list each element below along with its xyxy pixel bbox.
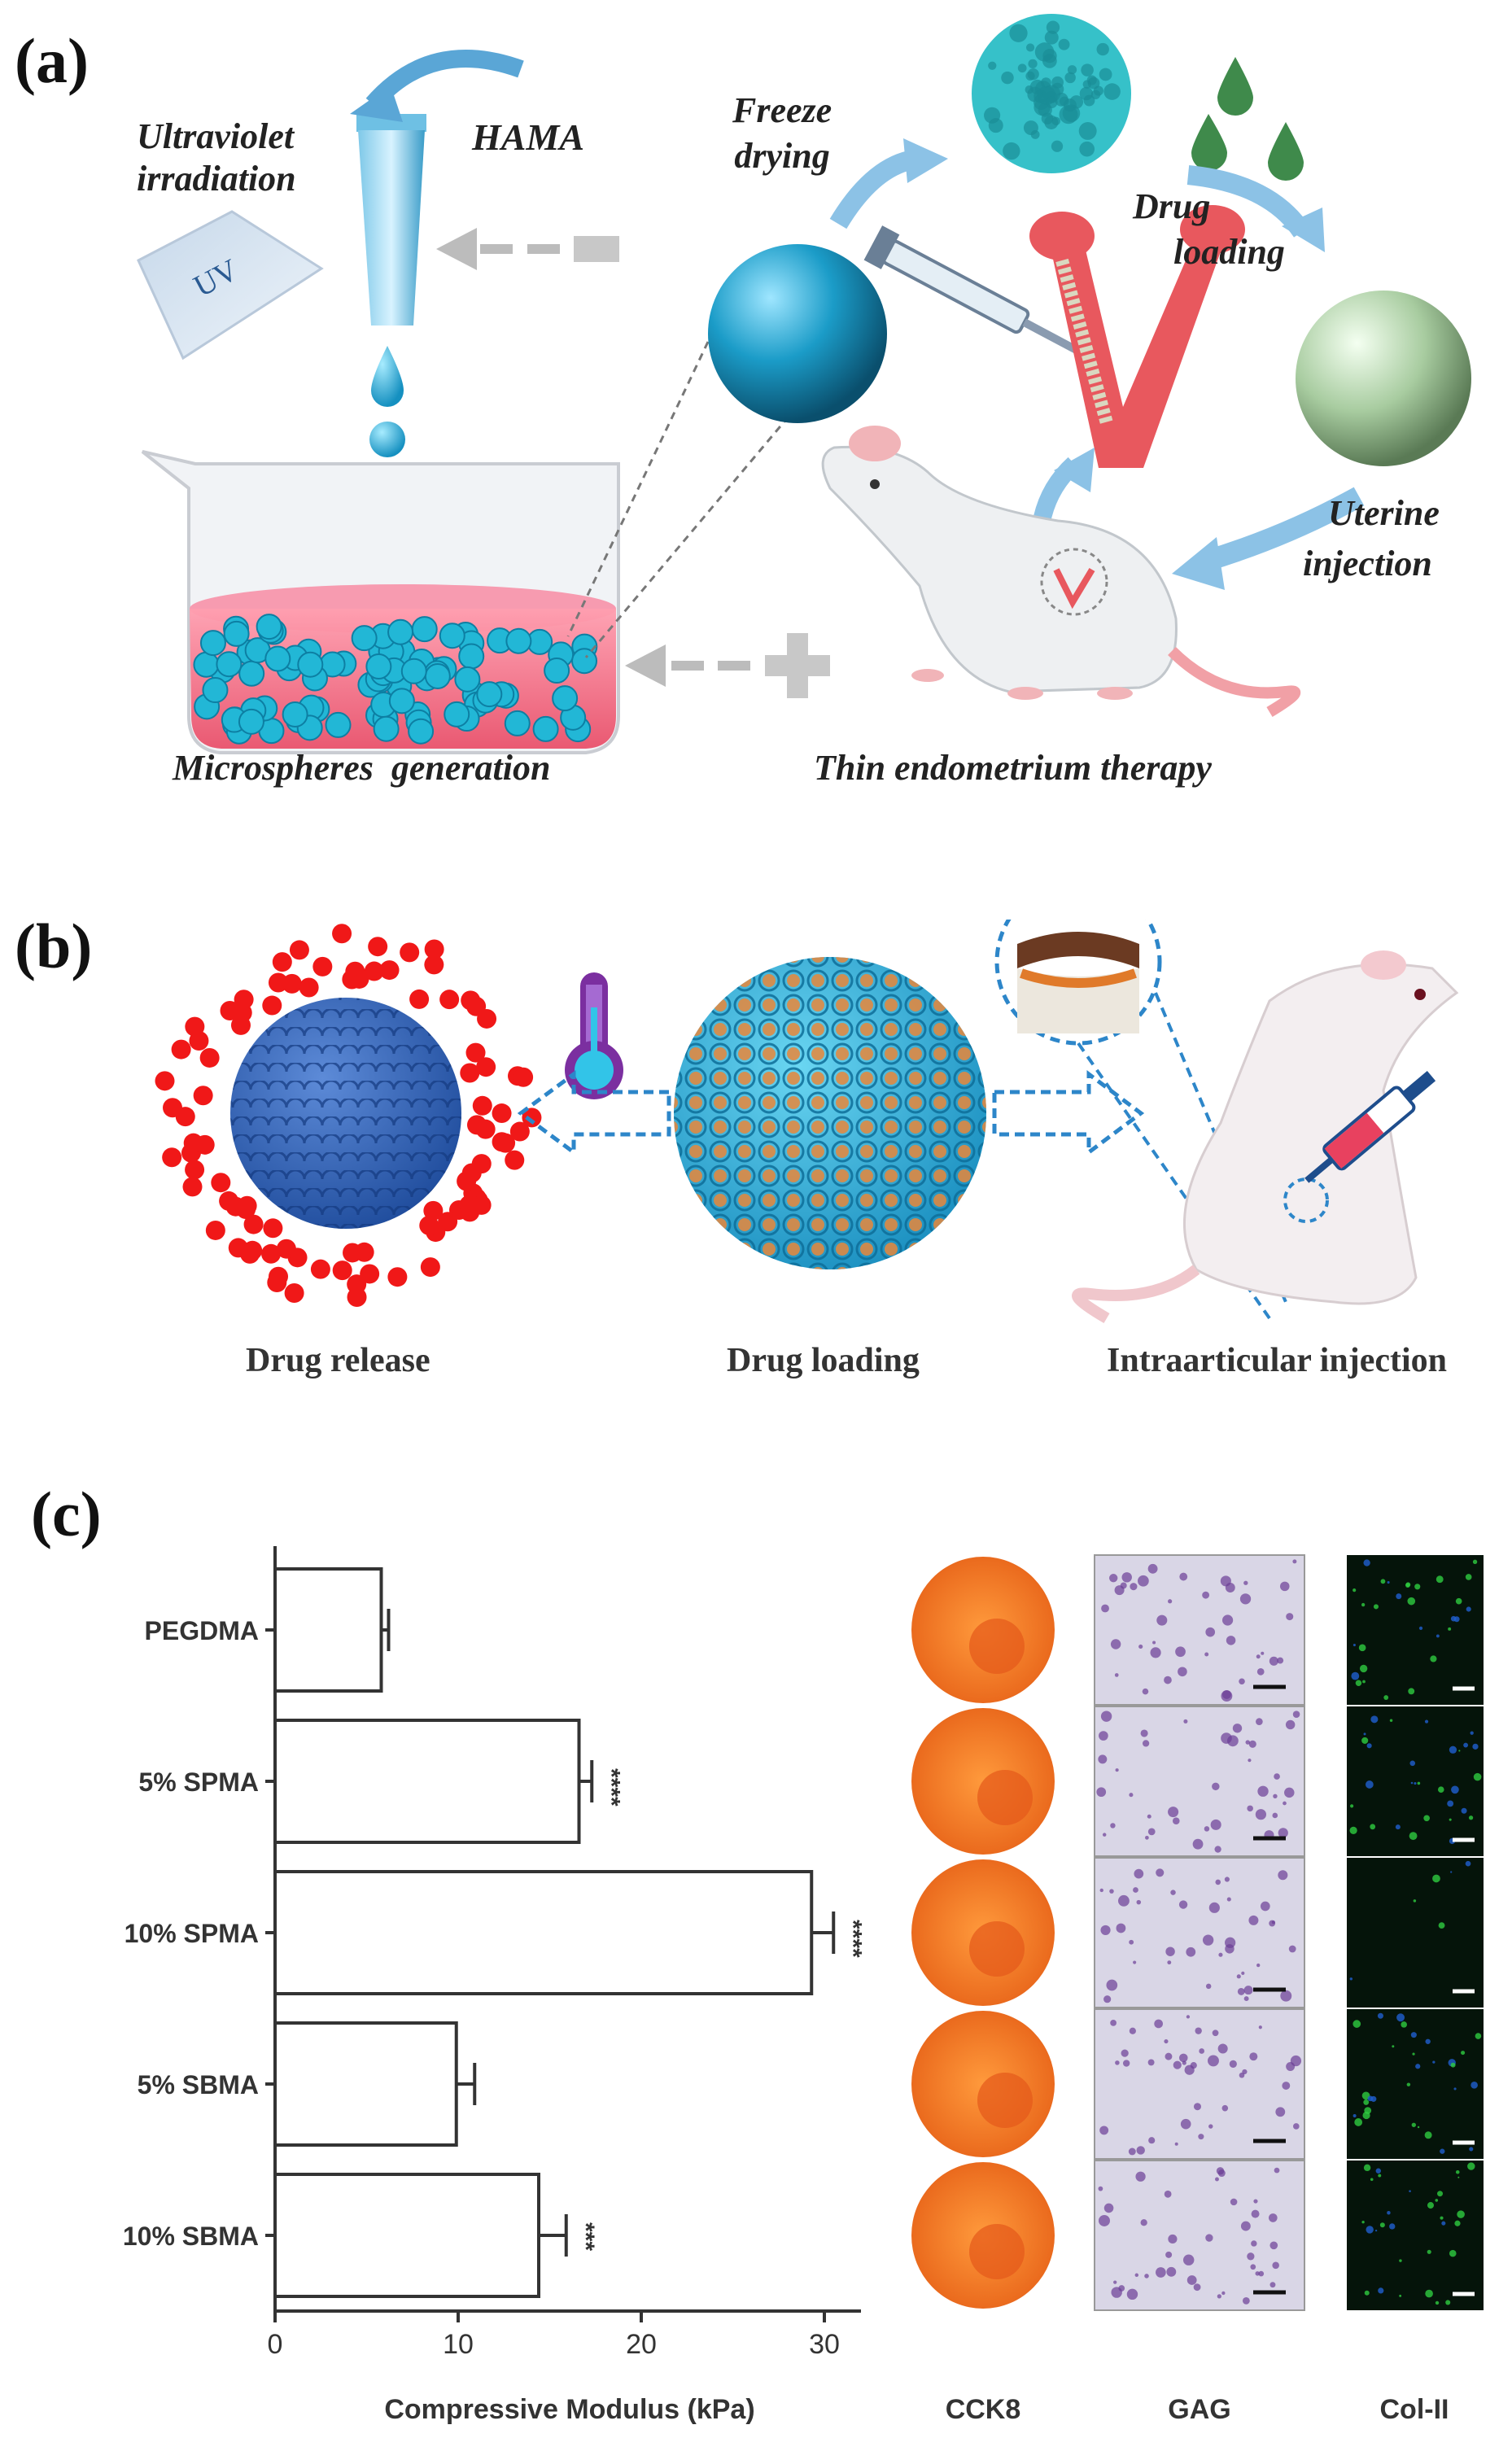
freeze-drying-line1: Freeze bbox=[732, 90, 832, 130]
panel-b-illustration bbox=[155, 920, 1459, 1324]
x-tick-label: 10 bbox=[443, 2329, 474, 2360]
drug-release-label: Drug release bbox=[246, 1342, 430, 1379]
significance-label: *** bbox=[572, 2222, 599, 2251]
error-bar bbox=[579, 1760, 594, 1802]
drug-loading-b-label: Drug loading bbox=[727, 1342, 920, 1379]
drug-loading-line1: Drug bbox=[1133, 186, 1211, 226]
bar bbox=[273, 1870, 814, 1995]
bar bbox=[273, 2173, 540, 2298]
uterine-injection-arrow bbox=[1201, 487, 1365, 572]
x-tick-label: 20 bbox=[626, 2329, 657, 2360]
microsphere-blue bbox=[708, 244, 887, 423]
error-bar bbox=[381, 1609, 391, 1651]
error-bar bbox=[811, 1912, 836, 1954]
microsphere-beads bbox=[193, 614, 598, 745]
x-tick-label: 30 bbox=[809, 2329, 840, 2360]
x-tick-label: 0 bbox=[268, 2329, 283, 2360]
freeze-drying-line2: drying bbox=[734, 136, 830, 176]
bar bbox=[273, 2021, 458, 2147]
thin-endometrium-label: Thin endometrium therapy bbox=[814, 748, 1212, 788]
thermometer-icon bbox=[565, 972, 623, 1099]
gag-micrograph bbox=[1094, 1857, 1305, 2008]
gag-column-label: GAG bbox=[1168, 2394, 1230, 2425]
gag-column bbox=[1094, 1554, 1305, 2311]
cck8-column bbox=[911, 1557, 1055, 2309]
category-label: 5% SPMA bbox=[138, 1767, 259, 1797]
uv-irradiation-line2: irradiation bbox=[137, 159, 296, 199]
freeze-drying-label: Freeze drying bbox=[732, 88, 832, 179]
drug-loading-line2: loading bbox=[1173, 232, 1285, 272]
col-ii-micrograph bbox=[1347, 1858, 1484, 2008]
released-drug-dots bbox=[155, 924, 542, 1308]
chart-x-axis-label: Compressive Modulus (kPa) bbox=[384, 2394, 754, 2425]
bar bbox=[273, 1567, 383, 1693]
gag-micrograph bbox=[1094, 2008, 1305, 2160]
microspheres-generation-label: Microspheres generation bbox=[173, 748, 551, 788]
nozzle bbox=[356, 114, 426, 326]
panel-a-illustration bbox=[137, 14, 1471, 754]
error-bar bbox=[456, 2063, 477, 2105]
micrograph-columns: CCK8 GAG Col-II bbox=[911, 1554, 1484, 2425]
uterine-injection-line1: Uterine bbox=[1328, 493, 1440, 533]
knee-joint-inset bbox=[994, 920, 1162, 1046]
panel-a-letter: (a) bbox=[15, 25, 89, 96]
category-label: 10% SPMA bbox=[125, 1919, 259, 1948]
uv-lamp bbox=[137, 210, 324, 360]
microsphere-drug-loaded bbox=[1296, 291, 1471, 466]
error-bar bbox=[539, 2214, 568, 2257]
left-dashed-arrow bbox=[517, 1070, 671, 1156]
drug-drops bbox=[1191, 57, 1304, 181]
drug-loading-label: Drug loading bbox=[1133, 184, 1285, 275]
panel-b-letter: (b) bbox=[15, 911, 93, 981]
category-label: PEGDMA bbox=[145, 1616, 259, 1645]
hama-label: HAMA bbox=[472, 116, 585, 158]
col-ii-micrograph bbox=[1347, 1555, 1484, 1705]
uterine-injection-label: Uterine injection bbox=[1296, 488, 1440, 589]
uterine-injection-line2: injection bbox=[1302, 544, 1432, 583]
grey-plus-arrow bbox=[625, 633, 830, 698]
porous-sphere bbox=[972, 14, 1131, 173]
bar bbox=[273, 1719, 581, 1844]
uterus bbox=[1029, 205, 1245, 468]
uv-irradiation-label: Ultraviolet irradiation bbox=[137, 116, 296, 200]
rat-illustration bbox=[1072, 950, 1459, 1324]
col-ii-micrograph bbox=[1347, 2161, 1484, 2310]
category-label: 5% SBMA bbox=[138, 2070, 259, 2099]
intraarticular-injection-label: Intraarticular injection bbox=[1107, 1342, 1447, 1379]
category-label: 10% SBMA bbox=[123, 2222, 259, 2251]
col-ii-column bbox=[1347, 1555, 1484, 2310]
syringe bbox=[863, 225, 1084, 357]
col-ii-micrograph bbox=[1347, 2009, 1484, 2159]
col-ii-column-label: Col-II bbox=[1380, 2394, 1449, 2425]
panel-c-letter: (c) bbox=[31, 1479, 102, 1549]
hama-arrow bbox=[365, 50, 524, 111]
cck8-column-label: CCK8 bbox=[946, 2394, 1021, 2425]
compressive-modulus-chart: 0 10 20 30 PEGDMA 5% SPMA **** 10% SPMA **** 5% S… bbox=[123, 1546, 866, 2425]
right-dashed-arrow bbox=[992, 1070, 1145, 1156]
significance-label: **** bbox=[597, 1768, 624, 1807]
significance-label: **** bbox=[839, 1920, 866, 1958]
uv-irradiation-line1: Ultraviolet bbox=[137, 116, 295, 156]
grey-minus-arrow bbox=[436, 228, 619, 270]
mouse-illustration bbox=[821, 426, 1301, 718]
